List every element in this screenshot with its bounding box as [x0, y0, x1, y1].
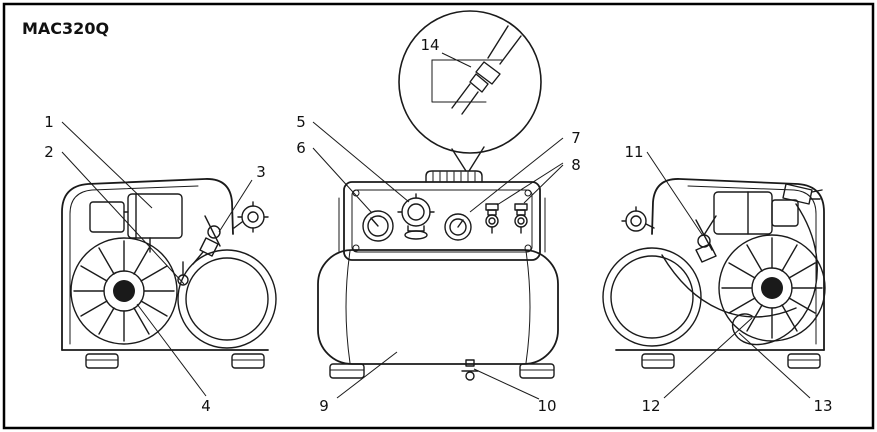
- callout-13: 13: [738, 332, 833, 415]
- knob: [621, 206, 655, 232]
- panel-screws: [352, 189, 532, 252]
- callout-4: 4: [136, 303, 211, 415]
- callout-label-8: 8: [571, 156, 581, 174]
- safety-valve: [177, 261, 189, 286]
- model-title: MAC320Q: [22, 19, 109, 38]
- quick-coupler-right: [514, 203, 528, 234]
- callout-5: 5: [296, 113, 410, 203]
- tank-pressure-gauge: [362, 210, 394, 242]
- check-valve: [192, 215, 221, 265]
- quick-coupler-left: [485, 203, 499, 234]
- feet: [641, 353, 821, 369]
- inset-coupler: [469, 61, 501, 93]
- motor-fan: [70, 237, 178, 345]
- callout-label-4: 4: [201, 397, 211, 415]
- callout-label-14: 14: [420, 36, 439, 54]
- left-side-view: [61, 178, 277, 369]
- callout-2: 2: [44, 143, 185, 285]
- callout-label-5: 5: [296, 113, 306, 131]
- leader-line-5: [312, 121, 410, 203]
- drain-valve: [461, 359, 479, 381]
- callout-9: 9: [319, 351, 398, 415]
- callout-label-11: 11: [624, 143, 643, 161]
- leader-line-10: [473, 368, 540, 400]
- knob: [233, 201, 269, 233]
- leader-line-2: [61, 151, 185, 285]
- leader-line-7: [469, 137, 564, 213]
- leader-line-13: [738, 332, 811, 399]
- regulator-knob: [397, 193, 435, 240]
- leader-line-6: [312, 147, 373, 214]
- frame-outline: [61, 178, 234, 351]
- pump-block: [89, 193, 183, 253]
- leader-line-4: [136, 303, 207, 397]
- callout-label-9: 9: [319, 397, 329, 415]
- inset-hose-lower: [451, 83, 479, 115]
- tank-end: [177, 249, 277, 349]
- leader-line-14: [441, 52, 472, 68]
- callout-6: 6: [296, 139, 373, 214]
- frame-outline: [651, 178, 825, 351]
- callout-label-3: 3: [256, 163, 266, 181]
- callout-label-2: 2: [44, 143, 54, 161]
- leader-line-1: [61, 121, 153, 209]
- callout-11: 11: [624, 143, 704, 237]
- detail-inset: [398, 10, 542, 172]
- leader-line-8b: [523, 164, 564, 204]
- callout-1: 1: [44, 113, 153, 209]
- callout-3: 3: [218, 163, 266, 233]
- callout-10: 10: [473, 368, 557, 415]
- callout-label-6: 6: [296, 139, 306, 157]
- front-view: [317, 170, 559, 381]
- leader-line-12: [663, 317, 753, 399]
- callout-label-10: 10: [537, 397, 556, 415]
- inset-pointer-tail: [451, 146, 485, 172]
- callout-14: 14: [420, 36, 472, 68]
- callout-8: 8: [496, 156, 581, 206]
- pump-block: [713, 191, 799, 235]
- inset-hose-upper: [487, 25, 522, 65]
- leader-line-8a: [496, 162, 564, 206]
- control-panel: [338, 181, 546, 261]
- leader-line-9: [336, 351, 398, 399]
- callout-label-12: 12: [641, 397, 660, 415]
- illustrations: [61, 170, 826, 381]
- right-side-view: [602, 178, 826, 369]
- callout-12: 12: [641, 317, 753, 415]
- callout-label-1: 1: [44, 113, 54, 131]
- power-cord: [661, 203, 818, 346]
- carry-handle: [425, 170, 483, 183]
- inset-panel-edge: [431, 59, 503, 103]
- feet: [85, 353, 265, 369]
- leader-line-3: [218, 179, 253, 233]
- valve-assembly: [695, 215, 717, 263]
- tank-end: [602, 247, 702, 347]
- power-plug: [782, 183, 823, 205]
- callout-7: 7: [469, 129, 581, 213]
- callout-label-13: 13: [813, 397, 832, 415]
- callout-label-7: 7: [571, 129, 581, 147]
- feet: [329, 363, 555, 379]
- callouts: 1 2 3 4 5 6 7 8: [44, 36, 832, 415]
- tank: [317, 249, 559, 365]
- outlet-pressure-gauge: [444, 213, 472, 241]
- leader-line-11: [646, 151, 704, 237]
- motor-fan: [718, 234, 826, 342]
